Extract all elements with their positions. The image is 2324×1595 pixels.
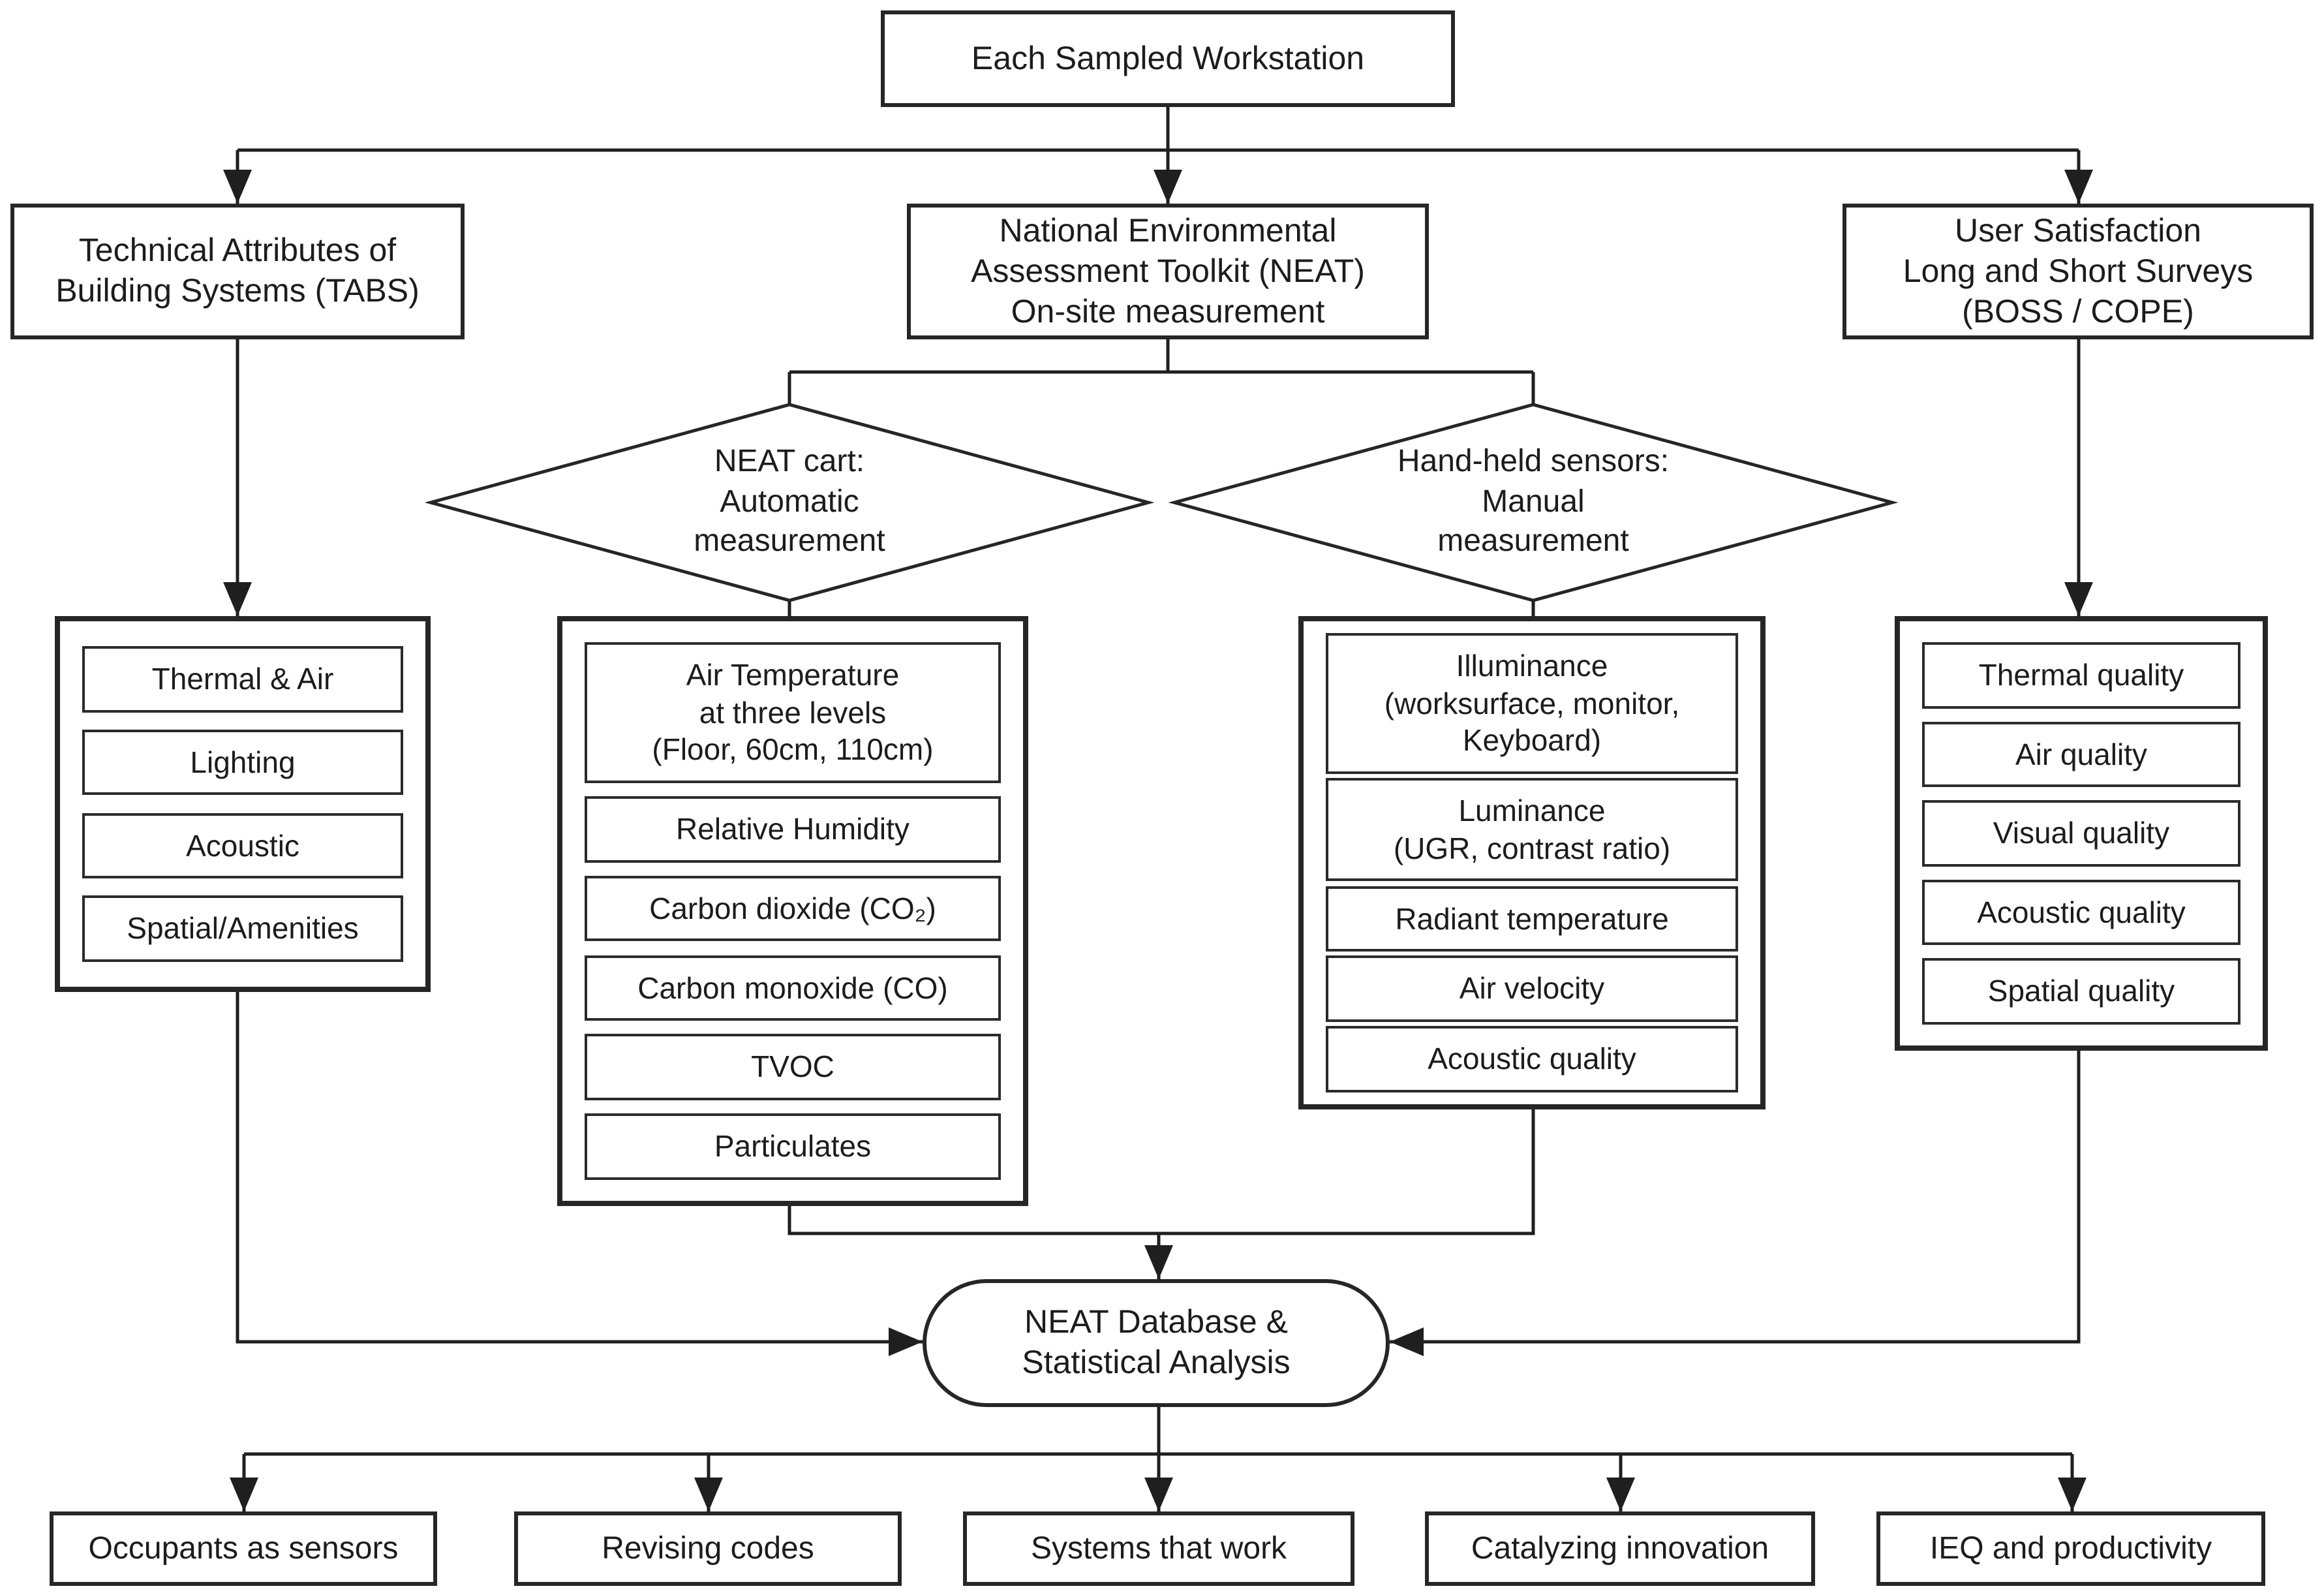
group-tabs-attributes: Thermal & Air Lighting Acoustic Spatial/… xyxy=(55,616,431,992)
arrow-down-icon xyxy=(2064,170,2093,204)
list-item: Air quality xyxy=(1922,721,2240,788)
list-item: Thermal & Air xyxy=(82,646,403,713)
decision-diamond-handheld xyxy=(1168,403,1899,602)
list-item: Spatial/Amenities xyxy=(82,895,403,962)
list-item: Acoustic xyxy=(82,813,403,879)
list-item: Carbon dioxide (CO₂) xyxy=(585,875,1001,942)
arrow-down-icon xyxy=(694,1478,723,1511)
list-item: Acoustic quality xyxy=(1326,1026,1738,1092)
group-survey-qualities: Thermal quality Air quality Visual quali… xyxy=(1895,616,2268,1051)
arrow-down-icon xyxy=(230,1478,258,1511)
node-output-revising-codes: Revising codes xyxy=(514,1511,902,1586)
list-item: Luminance (UGR, contrast ratio) xyxy=(1326,778,1738,882)
arrow-down-icon xyxy=(1144,1478,1173,1511)
node-each-sampled-workstation: Each Sampled Workstation xyxy=(881,10,1455,107)
node-neat-database: NEAT Database & Statistical Analysis xyxy=(923,1279,1390,1407)
node-output-occupants-as-sensors: Occupants as sensors xyxy=(50,1511,437,1586)
arrow-down-icon xyxy=(2058,1478,2087,1511)
list-item: Radiant temperature xyxy=(1326,886,1738,952)
list-item: Air velocity xyxy=(1326,955,1738,1022)
decision-diamonds xyxy=(424,403,1899,602)
node-output-catalyzing-innovation: Catalyzing innovation xyxy=(1425,1511,1815,1586)
node-survey-branch: User Satisfaction Long and Short Surveys… xyxy=(1842,204,2314,339)
list-item: Particulates xyxy=(585,1113,1001,1180)
arrowheads xyxy=(223,170,2093,1511)
decision-label-handheld: Hand-held sensors: Manual measurement xyxy=(1397,443,1670,559)
node-output-systems-that-work: Systems that work xyxy=(963,1511,1354,1586)
arrow-down-icon xyxy=(1606,1478,1635,1511)
list-item: Thermal quality xyxy=(1922,642,2240,709)
list-item: Lighting xyxy=(82,729,403,796)
list-item: TVOC xyxy=(585,1034,1001,1100)
list-item: Carbon monoxide (CO) xyxy=(585,955,1001,1021)
list-item: Air Temperature at three levels (Floor, … xyxy=(585,642,1001,783)
node-tabs-branch: Technical Attributes of Building Systems… xyxy=(10,204,465,339)
arrow-right-icon xyxy=(889,1327,923,1356)
list-item: Relative Humidity xyxy=(585,796,1001,863)
list-item: Spatial quality xyxy=(1922,958,2240,1025)
list-item: Acoustic quality xyxy=(1922,879,2240,946)
arrow-down-icon xyxy=(223,170,252,204)
decision-label-neat-cart: NEAT cart: Automatic measurement xyxy=(694,443,885,559)
arrow-down-icon xyxy=(1154,170,1182,204)
arrow-left-icon xyxy=(1390,1327,1424,1356)
arrow-down-icon xyxy=(2064,582,2093,616)
list-item: Visual quality xyxy=(1922,800,2240,867)
list-item: Illuminance (worksurface, monitor, Keybo… xyxy=(1326,633,1738,774)
node-output-ieq-and-productivity: IEQ and productivity xyxy=(1876,1511,2265,1586)
node-neat-branch: National Environmental Assessment Toolki… xyxy=(907,204,1429,339)
group-handheld-measurements: Illuminance (worksurface, monitor, Keybo… xyxy=(1298,616,1766,1109)
group-neat-cart-measurements: Air Temperature at three levels (Floor, … xyxy=(557,616,1028,1206)
arrow-down-icon xyxy=(223,582,252,616)
arrow-down-icon xyxy=(1144,1245,1173,1279)
decision-diamond-cart xyxy=(424,403,1155,602)
